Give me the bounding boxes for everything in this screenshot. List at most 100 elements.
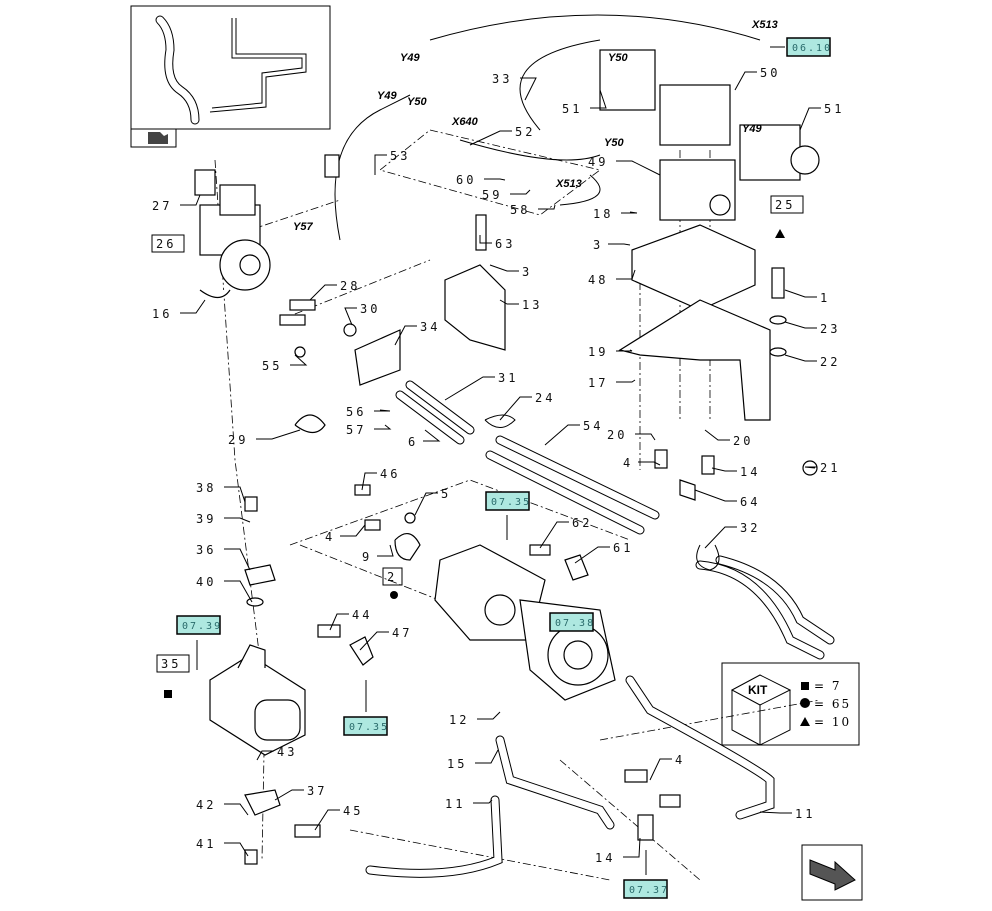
triangle-symbol-icon [800,717,810,726]
callout-58: 58 [510,203,530,217]
leader-line [539,521,569,549]
callout-39: 39 [196,512,216,526]
page-ref-box[interactable] [549,612,594,632]
callout-17: 17 [588,376,608,390]
connector-label: X513 [555,178,582,190]
callout-47: 47 [392,626,412,640]
callout-62: 62 [572,516,592,530]
callout-64: 64 [740,495,760,509]
connector-label: X640 [451,116,479,128]
callout-41: 41 [196,837,216,851]
page-ref-box[interactable] [786,37,831,57]
page-ref-link[interactable]: 07.38 [549,612,595,632]
leader-line [394,325,417,346]
callout-61: 61 [613,541,633,555]
callout-4: 4 [623,456,633,470]
callout-20: 20 [733,434,753,448]
page-ref-label[interactable]: 07.35 [491,497,531,508]
callout-40: 40 [196,575,216,589]
page-ref-link[interactable]: 07.35 [343,716,389,736]
callout-63: 63 [495,237,515,251]
page-ref-box[interactable] [623,879,668,899]
next-page-button[interactable] [801,844,863,901]
leader-line [479,235,492,244]
callout-34: 34 [420,320,440,334]
callout-55: 55 [262,359,282,373]
square-marker-icon [164,690,172,698]
connector-label: Y49 [377,90,397,102]
leader-line [784,321,817,329]
leader-line [224,803,249,816]
solenoid-valve-block [599,49,820,421]
leader-line [423,429,441,442]
pump-35 [209,644,306,756]
page-ref-label[interactable]: 07.38 [555,618,595,629]
callout-57: 57 [346,423,366,437]
leader-line [484,178,506,181]
leader-line [290,354,308,366]
callout-35: 35 [161,657,181,671]
circle-marker-icon [390,591,398,599]
page-ref-label[interactable]: 07.39 [182,621,222,632]
callout-26: 26 [156,237,176,251]
leader-line [520,77,537,101]
callout-46: 46 [380,467,400,481]
leader-line [638,461,661,466]
callout-29: 29 [228,433,248,447]
callout-49: 49 [588,155,608,169]
leader-line [704,429,730,441]
leader-line [444,376,495,401]
page-ref-label[interactable]: 07.37 [629,885,669,896]
leader-line [704,526,737,549]
leader-line [544,424,580,446]
leader-line [616,269,636,280]
page-ref-link[interactable]: 07.39 [176,615,222,635]
leader-line [256,429,301,440]
leader-line [224,486,246,503]
callout-box [770,195,804,214]
leader-line [309,284,337,301]
callout-31: 31 [498,371,518,385]
page-ref-box[interactable] [176,615,221,635]
svg-text:= 65: = 65 [814,697,851,711]
callout-38: 38 [196,481,216,495]
page-ref-box[interactable] [485,491,530,511]
callout-14: 14 [740,465,760,479]
kit-title: KIT [748,683,768,697]
leader-line [616,379,636,383]
callout-9: 9 [362,550,372,564]
connector-label: Y50 [407,96,427,108]
leader-line [804,466,817,469]
callout-21: 21 [820,461,840,475]
callout-box [156,654,190,673]
page-ref-label[interactable]: 06.10 [792,43,832,54]
connector-label: Y49 [400,52,420,64]
callout-11: 11 [795,807,815,821]
page-ref-box[interactable] [343,716,388,736]
leader-line [510,189,531,195]
callout-25: 25 [775,198,795,212]
leader-line [473,799,493,804]
page-ref-link[interactable]: 07.37 [623,879,669,899]
leader-line [784,354,817,362]
callout-43: 43 [277,745,297,759]
leader-line [224,580,253,603]
leader-line [224,548,251,571]
leader-line [635,433,656,441]
connector-label: Y50 [604,137,624,149]
leader-line [711,467,737,472]
leader-line [608,243,631,246]
callout-56: 56 [346,405,366,419]
callout-box [382,567,403,586]
page-ref-link[interactable]: 07.35 [485,491,531,511]
callout-23: 23 [820,322,840,336]
page-ref-label[interactable]: 07.35 [349,722,389,733]
callout-5: 5 [441,487,451,501]
leader-line [180,194,201,206]
callout-52: 52 [515,125,535,139]
page-ref-link[interactable]: 06.10 [786,37,832,57]
kit-triangle-value: 10 [832,715,851,729]
callout-15: 15 [447,757,467,771]
callout-51: 51 [824,102,844,116]
